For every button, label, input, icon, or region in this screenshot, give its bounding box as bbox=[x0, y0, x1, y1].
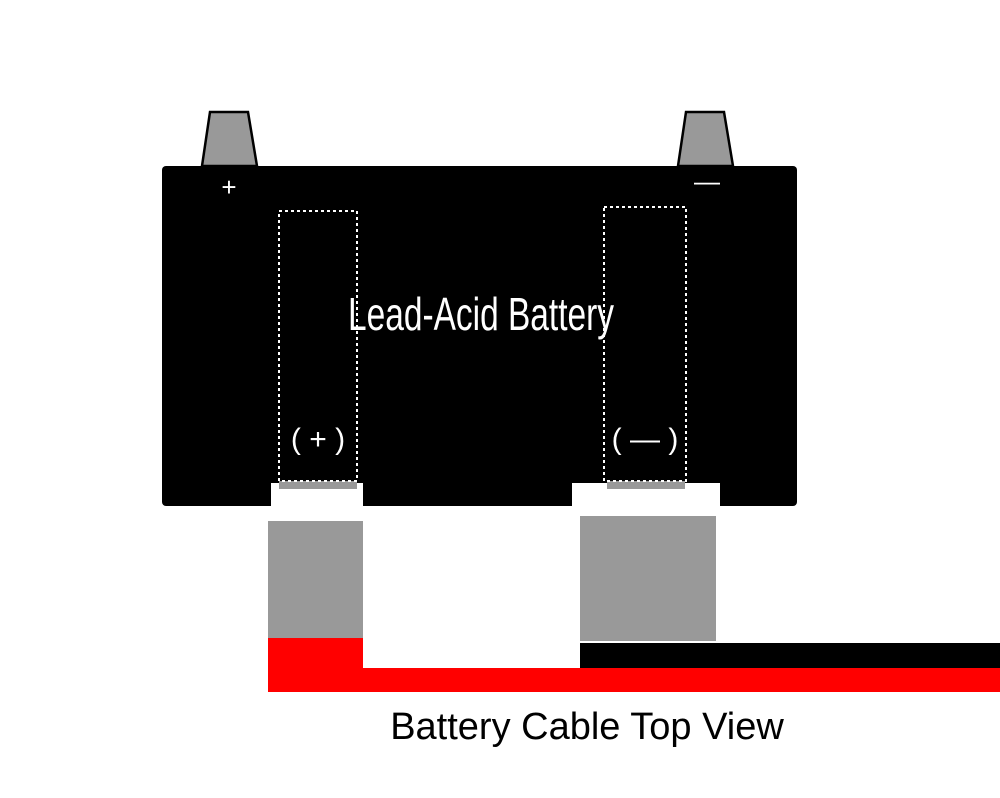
positive-cable bbox=[268, 638, 1000, 692]
plus-symbol: + bbox=[221, 172, 236, 202]
battery-body bbox=[162, 166, 797, 506]
negative-terminal-outline bbox=[603, 206, 687, 482]
positive-terminal-outline bbox=[278, 210, 358, 482]
minus-symbol: — bbox=[694, 166, 720, 196]
positive-label: ( + ) bbox=[291, 423, 345, 456]
positive-contact-strip bbox=[279, 481, 357, 489]
negative-label: ( — ) bbox=[612, 423, 679, 456]
diagram-caption: Battery Cable Top View bbox=[390, 706, 784, 748]
negative-connector bbox=[580, 516, 716, 641]
negative-contact-strip bbox=[607, 481, 685, 489]
negative-terminal-post bbox=[676, 110, 735, 168]
battery-title: Lead-Acid Battery bbox=[348, 288, 614, 340]
positive-connector bbox=[268, 521, 363, 638]
negative-cable bbox=[580, 643, 1000, 668]
positive-terminal-post bbox=[200, 110, 259, 168]
